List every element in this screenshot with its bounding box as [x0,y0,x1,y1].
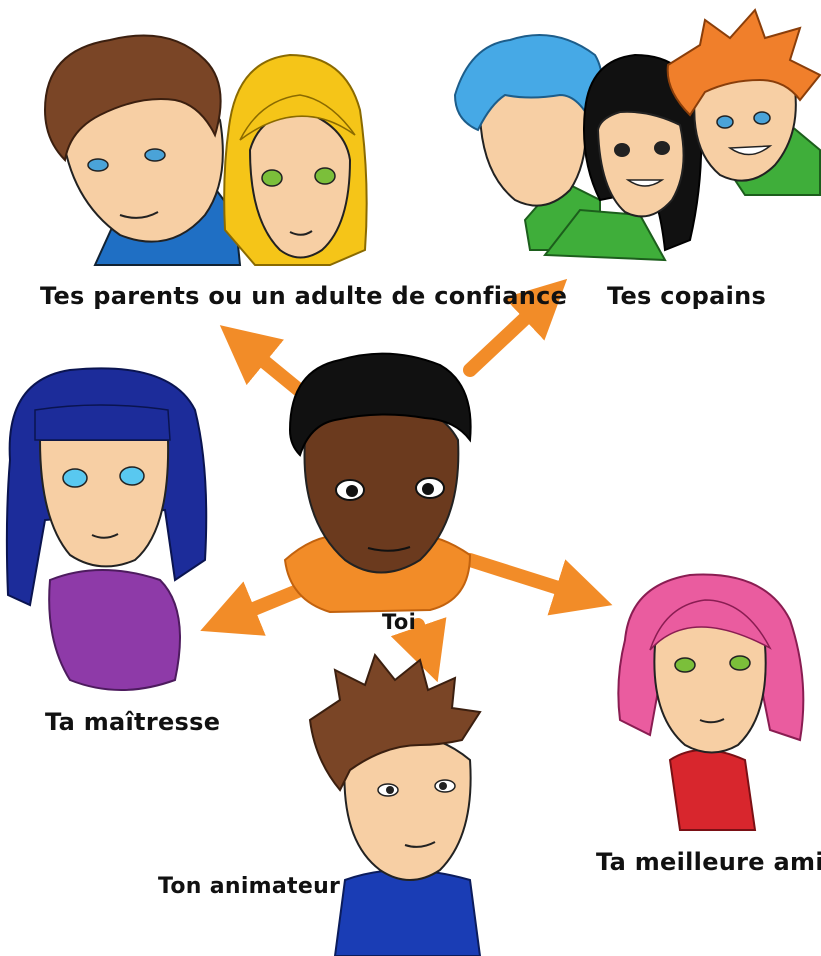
amie-face [653,618,767,754]
label-animateur: Ton animateur [158,874,341,899]
label-maitresse: Ta maîtresse [45,708,221,736]
arrow-to-amie [463,553,613,616]
label-amie: Ta meilleure amie [596,848,821,876]
animateur-hair [308,652,482,792]
portrait-maitresse [5,367,208,691]
portrait-parents [43,34,368,266]
arrow-to-copains [463,278,568,377]
maitresse-face [38,439,170,568]
toi-hair [288,352,472,457]
father-hair [43,34,222,163]
portrait-animateur [308,652,482,956]
portrait-toi [283,352,472,614]
label-toi: Toi [382,610,417,634]
animateur-scarf [333,869,482,956]
connector-arrows [200,278,613,683]
arrow-to-maitresse [200,581,307,636]
amie-shirt [668,749,757,831]
orange-boy-hair [666,8,821,117]
arrow-to-animateur [390,617,447,683]
label-copains: Tes copains [607,282,767,310]
portrait-amie [617,573,805,831]
arrow-to-parents [219,325,312,402]
black-girl-face [596,110,685,218]
maitresse-sweater [48,569,181,691]
label-parents: Tes parents ou un adulte de confiance [40,282,568,310]
portrait-copains [453,8,821,262]
